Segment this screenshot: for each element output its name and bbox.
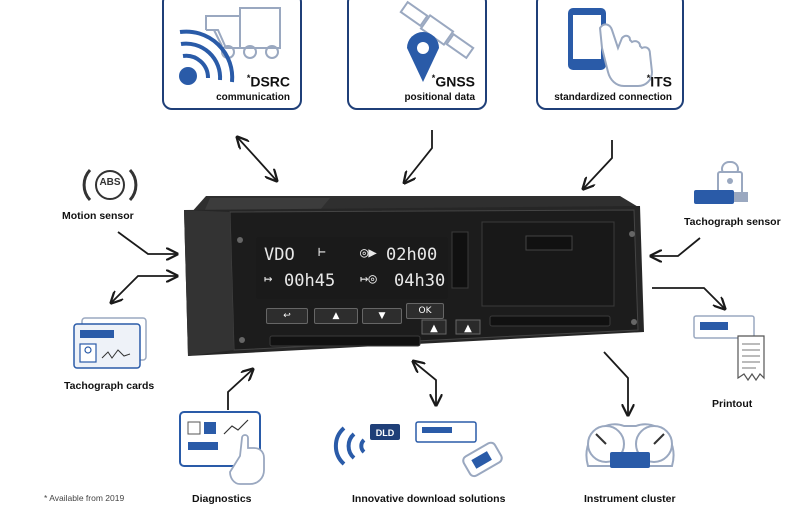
tachograph-card-icon — [73, 317, 147, 369]
display-line2-left: 00h45 — [284, 271, 336, 291]
motion-sensor-label: Motion sensor — [62, 210, 134, 222]
svg-text:▲: ▲ — [464, 323, 472, 334]
rest-symbol-icon: ⊢ — [318, 245, 326, 260]
abs-badge-text: ABS — [99, 177, 121, 188]
gnss-subtitle: positional data — [404, 92, 475, 103]
total-symbol-icon: ↦◎ — [360, 271, 377, 287]
break-symbol-icon: ◎▶ — [360, 245, 377, 261]
cluster-arrow — [603, 351, 628, 414]
up-button[interactable]: ▲ — [314, 308, 358, 324]
its-title: *ITS — [646, 73, 672, 90]
smartphone-touch-icon — [568, 8, 654, 87]
tachograph-cards-label: Tachograph cards — [64, 380, 155, 392]
diagnostics-icon — [179, 411, 265, 485]
its-box: *ITS standardized connection — [536, 0, 684, 110]
printout-label: Printout — [712, 398, 753, 410]
its-arrow — [584, 140, 613, 188]
gnss-title: *GNSS — [431, 73, 475, 90]
back-button[interactable]: ↩ — [266, 308, 308, 324]
printout-icon — [693, 315, 765, 382]
tacho-sensor-arrow — [652, 237, 701, 256]
sensor-lock-icon — [694, 161, 748, 204]
cards-arrow — [112, 276, 176, 302]
satellite-location-icon — [399, 0, 475, 82]
abs-sensor-icon — [82, 168, 138, 202]
dsrc-title: *DSRC — [246, 73, 290, 90]
device-display: VDO ⊢ ◎▶ 02h00 ↦ 00h45 ↦◎ 04h30 — [256, 237, 448, 299]
display-line1-left: VDO — [264, 245, 295, 265]
ok-button[interactable]: OK — [406, 303, 444, 319]
download-solutions-icon — [333, 421, 503, 478]
gnss-arrow — [405, 130, 433, 182]
dsrc-box: *DSRC communication — [162, 0, 302, 110]
diagnostics-arrow — [227, 370, 252, 410]
display-line2-right: 04h30 — [394, 271, 446, 291]
down-button[interactable]: ▼ — [362, 308, 402, 324]
dld-badge: DLD — [375, 428, 395, 438]
motion-sensor-arrow — [117, 231, 176, 254]
its-subtitle: standardized connection — [554, 92, 672, 103]
gnss-box: *GNSS positional data — [347, 0, 487, 110]
dsrc-arrow — [238, 138, 276, 180]
printout-arrow — [652, 287, 724, 308]
display-line1-right: 02h00 — [386, 245, 438, 265]
download-solutions-label: Innovative download solutions — [352, 493, 506, 505]
dsrc-subtitle: communication — [216, 92, 290, 103]
instrument-cluster-icon — [585, 423, 675, 468]
svg-text:▲: ▲ — [430, 323, 438, 334]
truck-signal-icon — [179, 7, 281, 85]
drive-symbol-icon: ↦ — [264, 271, 273, 287]
download-arrow — [414, 362, 436, 404]
tachograph-sensor-label: Tachograph sensor — [684, 216, 781, 228]
instrument-cluster-label: Instrument cluster — [584, 493, 676, 505]
diagnostics-label: Diagnostics — [192, 493, 252, 505]
footnote: * Available from 2019 — [44, 493, 125, 503]
